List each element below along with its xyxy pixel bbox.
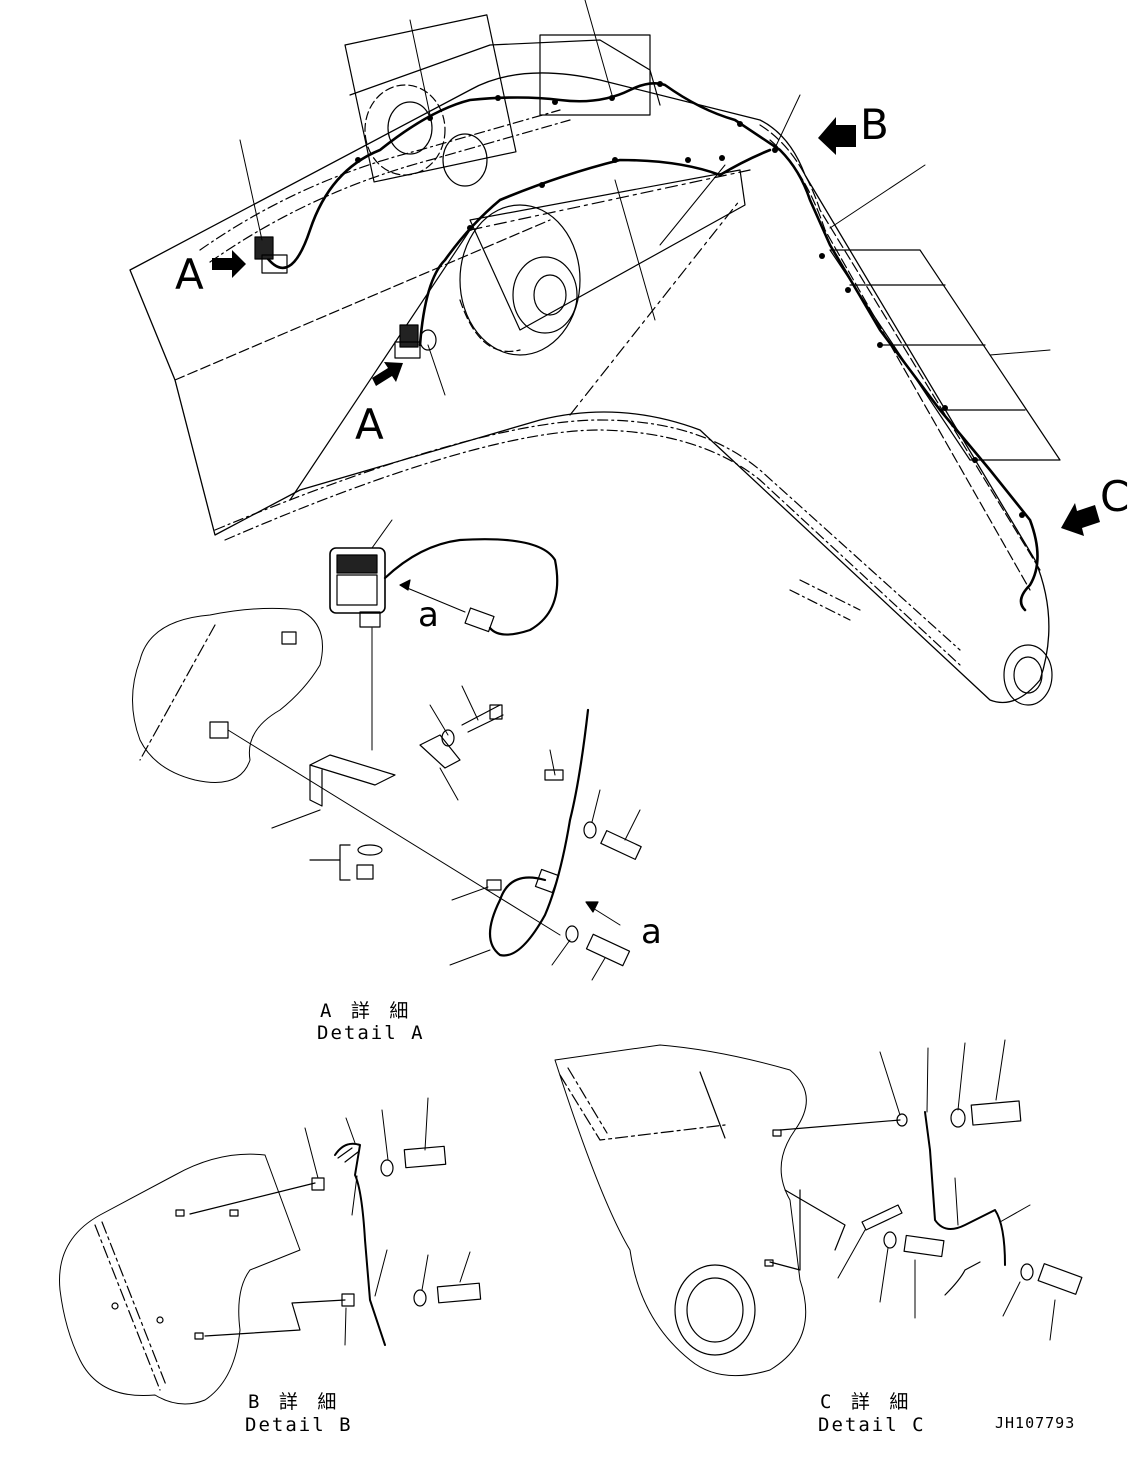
work-lamp-upper-center [395, 325, 436, 358]
boom-panel-plate [830, 250, 1060, 460]
view-arrows [212, 117, 1100, 536]
view-arrow-c [1061, 503, 1100, 536]
work-lamp-upper-left [255, 237, 287, 273]
view-label-a-upper: A [175, 250, 204, 299]
detail-c-caption-jp: C 詳 細 [820, 1391, 913, 1413]
detail-c-caption-en: Detail C [818, 1414, 926, 1436]
view-arrow-b [818, 117, 856, 155]
detail-a-caption-en: Detail A [317, 1022, 425, 1044]
boom-outline [130, 73, 1052, 705]
harness-clips [355, 81, 1025, 518]
drawing-code: JH107793 [995, 1414, 1076, 1432]
leader-lines-upper [240, 0, 1050, 395]
boom-cylinder-mount [460, 170, 745, 355]
detail-b-caption-jp: B 詳 細 [248, 1391, 341, 1413]
detail-a-drawing [133, 520, 642, 980]
detail-a-caption-jp: A 詳 細 [320, 1000, 413, 1022]
view-arrow-a1 [212, 250, 246, 278]
connector-label-a-upper: a [418, 595, 439, 635]
boom-wire-harness [265, 83, 1038, 610]
view-label-c: C [1100, 472, 1130, 521]
connector-label-a-lower: a [641, 912, 662, 952]
detail-b-caption-en: Detail B [245, 1414, 353, 1436]
detail-b-drawing [60, 1098, 481, 1404]
detail-c-drawing [555, 1040, 1082, 1376]
view-label-a-lower: A [355, 400, 384, 449]
view-arrow-a2 [372, 362, 403, 386]
view-label-b: B [860, 100, 889, 149]
